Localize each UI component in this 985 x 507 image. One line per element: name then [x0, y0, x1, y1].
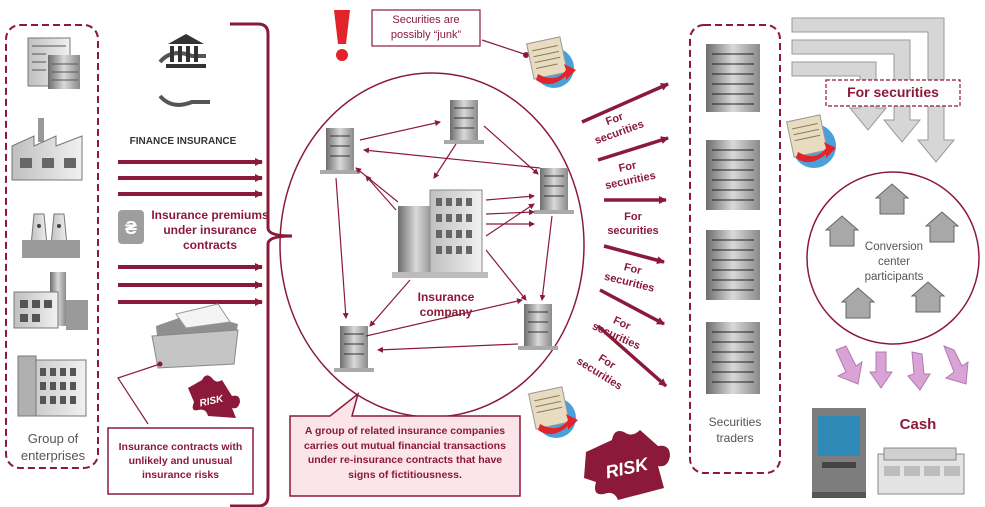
insurer-building-icon-5: [334, 326, 374, 372]
trader-building-icon-1: [706, 44, 760, 112]
group-callout-line4: signs of fictitiousness.: [348, 468, 462, 481]
premiums-line3: contracts: [182, 238, 238, 252]
conversion-line1: Conversion: [864, 241, 924, 253]
factory-icon: [11, 118, 83, 181]
for-securities-box-label: For securities: [847, 84, 939, 100]
group-callout-line3: under re-insurance contracts that have: [307, 454, 503, 466]
premium-arrows: [118, 158, 263, 306]
office-building-icon: [27, 37, 80, 89]
for-securities-box: [825, 79, 961, 107]
group-callout-box: [289, 392, 521, 497]
finance-insurance-label: FINANCE INSURANCE: [129, 136, 237, 147]
conversion-line3: participants: [864, 271, 924, 283]
premiums-line1: Insurance premiums: [151, 208, 269, 222]
power-plant-icon: [22, 213, 80, 258]
junk-callout-line1: Securities are: [392, 14, 460, 26]
reinsurance-arrows: [335, 120, 553, 353]
premium-bracket: [230, 22, 293, 507]
cash-label: Cash: [899, 416, 937, 433]
contracts-note-box: [107, 427, 254, 495]
insurer-building-icon-1: [320, 128, 360, 174]
risk-puzzle-small-icon: RISK: [188, 375, 240, 418]
insurer-building-icon-4: [518, 304, 558, 350]
for-securities-label-3-line1: For: [624, 211, 642, 223]
risk-small-text: RISK: [199, 394, 225, 410]
trader-building-icon-4: [706, 322, 760, 394]
contracts-note-line2: unlikely and unusual: [128, 455, 233, 467]
group-callout-line2: carries out mutual financial transaction…: [304, 439, 506, 452]
risk-puzzle-large-icon: RISK: [584, 430, 670, 500]
contracts-note-line3: insurance risks: [141, 469, 220, 481]
enterprises-caption-line1: Group of: [27, 431, 79, 446]
insurance-company-line1: Insurance: [417, 290, 475, 304]
atm-icon: [812, 408, 866, 498]
securities-document-icon-right: [786, 114, 836, 168]
enterprises-caption: Group of enterprises: [10, 430, 96, 464]
multistorey-building-icon: [17, 355, 87, 417]
traders-caption-line1: Securities: [708, 415, 762, 429]
central-insurance-company-icon: [392, 189, 488, 278]
contracts-note: Insurance contracts with unlikely and un…: [108, 440, 253, 482]
enterprises-dashed-box: [5, 24, 99, 469]
contracts-note-line1: Insurance contracts with: [118, 441, 243, 453]
junk-callout-line2: possibly “junk”: [390, 29, 462, 41]
folder-icon: [151, 303, 239, 369]
premiums-label: Insurance premiums under insurance contr…: [150, 208, 270, 253]
traders-dashed-box: [689, 24, 781, 474]
trader-building-icon-3: [706, 230, 760, 300]
insurer-building-icon-3: [534, 168, 574, 214]
insurance-company-label: Insurance company: [398, 290, 494, 320]
traders-caption-line2: traders: [716, 431, 754, 445]
money-house-icons: [824, 183, 960, 319]
premiums-line2: under insurance: [163, 223, 257, 237]
industrial-plant-icon: [13, 272, 88, 330]
svg-text:₴: ₴: [125, 218, 137, 238]
contracts-pointer-line: [117, 363, 161, 425]
for-securities-label-3-line2: securities: [607, 225, 659, 237]
traders-caption: Securities traders: [692, 414, 778, 446]
currency-coin-icon: ₴: [118, 210, 144, 244]
junk-callout-box: [371, 9, 481, 47]
violet-arrows: [835, 345, 969, 391]
for-securities-label-3: For securities: [600, 210, 666, 238]
conversion-center-circle: [806, 171, 980, 345]
insurer-building-icon-2: [444, 100, 484, 144]
conversion-line2: center: [878, 256, 910, 268]
trader-building-icon-2: [706, 140, 760, 210]
securities-document-icon-top: [526, 36, 576, 88]
insurance-company-line2: company: [419, 305, 473, 319]
for-securities-arrows: [581, 82, 669, 388]
bank-in-hands-icon: [158, 34, 210, 107]
enterprises-caption-line2: enterprises: [20, 448, 86, 463]
money-stack-icon: [877, 447, 965, 495]
conversion-center-label: Conversion center participants: [846, 240, 942, 285]
exclamation-icon: [334, 10, 350, 61]
junk-callout-text: Securities are possibly “junk”: [372, 13, 480, 43]
group-callout-line1: A group of related insurance companies: [304, 425, 506, 437]
group-callout-text: A group of related insurance companies c…: [290, 424, 520, 482]
securities-document-icon-bottom: [528, 386, 578, 438]
